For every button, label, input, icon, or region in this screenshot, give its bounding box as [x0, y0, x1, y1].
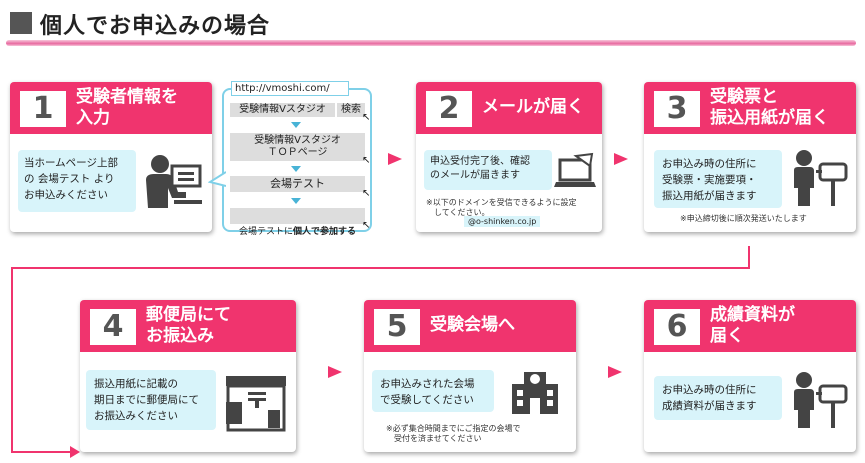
search-button[interactable]: 検索 [337, 103, 365, 117]
step-heading: 受験者情報を 入力 [76, 87, 178, 128]
cursor-icon: ↖ [362, 188, 371, 199]
search-field[interactable]: 受験情報Vスタジオ [230, 103, 335, 117]
step-description: 申込受付完了後、確認 のメールが届きます [424, 150, 552, 190]
step-header: 5 受験会場へ [364, 300, 576, 352]
laptop-mail-icon [554, 152, 596, 187]
step-card-5: 5 受験会場へ お申込みされた会場 で受験してください ※必ず集合時間までにご指… [364, 300, 576, 452]
flow-arrow-icon [388, 153, 402, 165]
callout-pointer [208, 171, 226, 187]
post-office-icon [226, 376, 286, 432]
step-heading: 郵便局にて お振込み [146, 305, 231, 346]
step-heading: 成績資料が 届く [710, 305, 795, 346]
domain-note: ※以下のドメインを受信できるように設定 してください。 [426, 198, 577, 217]
step-number: 3 [654, 91, 700, 127]
section-header: 個人でお申込みの場合 [6, 6, 856, 46]
step-heading: 受験票と 振込用紙が届く [710, 87, 829, 128]
flow-arrow-icon [608, 366, 622, 378]
step-card-3: 3 受験票と 振込用紙が届く お申込み時の住所に 受験票・実施要項・ 振込用紙が… [644, 82, 856, 232]
step-number: 5 [374, 309, 420, 345]
exam-link-label: 会場テスト [270, 177, 325, 190]
step-description: お申込み時の住所に 受験票・実施要項・ 振込用紙が届きます [654, 150, 782, 208]
exam-building-icon [512, 372, 558, 414]
page-title: 個人でお申込みの場合 [40, 14, 271, 39]
step-header: 4 郵便局にて お振込み [80, 300, 296, 352]
step-card-2: 2 メールが届く 申込受付完了後、確認 のメールが届きます ※以下のドメインを受… [416, 82, 602, 232]
step-header: 2 メールが届く [416, 82, 602, 134]
join-individual-link[interactable]: 会場テストに個人で参加する [230, 208, 365, 237]
step-card-1: 1 受験者情報を 入力 当ホームページ上部 の 会場テスト より お申込みくださ… [10, 82, 212, 232]
step-header: 6 成績資料が 届く [644, 300, 856, 352]
header-square-icon [10, 12, 32, 34]
join-emphasis: 個人で参加する [293, 227, 357, 237]
flow-arrow-icon [614, 153, 628, 165]
join-prefix: 会場テストに [238, 227, 293, 237]
cursor-icon: ↖ [362, 155, 371, 166]
url-bar[interactable]: http://vmoshi.com/ [231, 81, 349, 96]
flow-arrow-icon [328, 366, 342, 378]
down-arrow-icon [291, 198, 301, 204]
domain-badge: @o-shinken.co.jp [464, 216, 541, 227]
down-arrow-icon [291, 166, 301, 172]
shipping-note: ※申込締切後に順次発送いたします [680, 214, 807, 223]
pc-user-icon [146, 155, 202, 208]
arrival-note: ※必ず集合時間までにご指定の会場で 受付を済ませてください [386, 424, 521, 443]
step-description: 当ホームページ上部 の 会場テスト より お申込みください [18, 150, 136, 212]
step-number: 4 [90, 309, 136, 345]
mailbox-person-icon [794, 372, 848, 428]
cursor-icon: ↖ [362, 220, 371, 231]
step-card-4: 4 郵便局にて お振込み 振込用紙に記載の 期日までに郵便局にて お振込みくださ… [80, 300, 296, 452]
step-card-6: 6 成績資料が 届く お申込み時の住所に 成績資料が届きます [644, 300, 856, 452]
step-description: 振込用紙に記載の 期日までに郵便局にて お振込みください [86, 370, 216, 430]
step-number: 1 [20, 91, 66, 127]
step-description: お申込みされた会場 で受験してください [372, 370, 494, 412]
step-number: 2 [426, 91, 472, 127]
step-number: 6 [654, 309, 700, 345]
step-heading: 受験会場へ [430, 315, 515, 335]
top-page-link[interactable]: 受験情報Vスタジオ ＴＯＰページ [230, 133, 365, 161]
step-header: 1 受験者情報を 入力 [10, 82, 212, 134]
cursor-icon: ↖ [362, 112, 371, 123]
header-underline [6, 40, 856, 46]
step-description: お申込み時の住所に 成績資料が届きます [654, 376, 782, 420]
step-heading: メールが届く [482, 97, 584, 117]
down-arrow-icon [291, 122, 301, 128]
step-header: 3 受験票と 振込用紙が届く [644, 82, 856, 134]
mailbox-person-icon [794, 150, 848, 206]
exam-link[interactable]: 会場テスト [230, 176, 365, 192]
